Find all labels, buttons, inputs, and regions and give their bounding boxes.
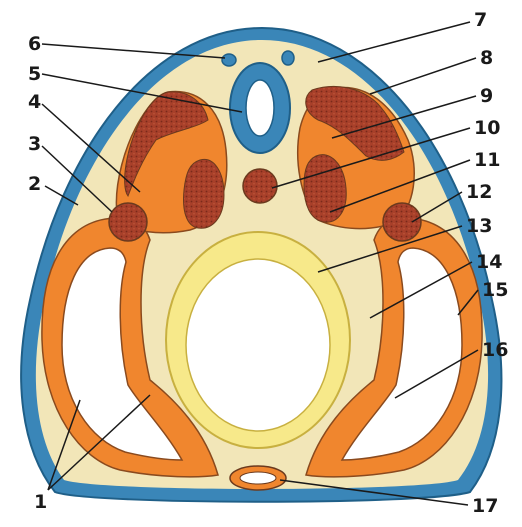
small-vessel-right [282, 51, 294, 65]
label-14: 14 [476, 251, 502, 273]
label-15: 15 [482, 279, 508, 301]
label-5: 5 [28, 63, 41, 85]
label-8: 8 [480, 47, 493, 69]
label-7: 7 [474, 9, 487, 31]
right-nodule [383, 203, 421, 241]
label-9: 9 [480, 85, 493, 107]
label-12: 12 [466, 181, 492, 203]
label-16: 16 [482, 339, 508, 361]
label-3: 3 [28, 133, 41, 155]
label-17: 17 [472, 495, 498, 517]
label-4: 4 [28, 91, 41, 113]
label-11: 11 [474, 149, 500, 171]
label-10: 10 [474, 117, 500, 139]
label-13: 13 [466, 215, 492, 237]
center-nodule [243, 169, 277, 203]
label-1: 1 [34, 491, 47, 513]
left-nodule [109, 203, 147, 241]
label-6: 6 [28, 33, 41, 55]
bottom-ring-hole [240, 472, 276, 484]
small-vessel-left [222, 54, 236, 66]
label-2: 2 [28, 173, 41, 195]
central-cavity [186, 259, 330, 431]
left-inner-dots [184, 159, 224, 228]
blue-tube-lumen [246, 80, 274, 136]
